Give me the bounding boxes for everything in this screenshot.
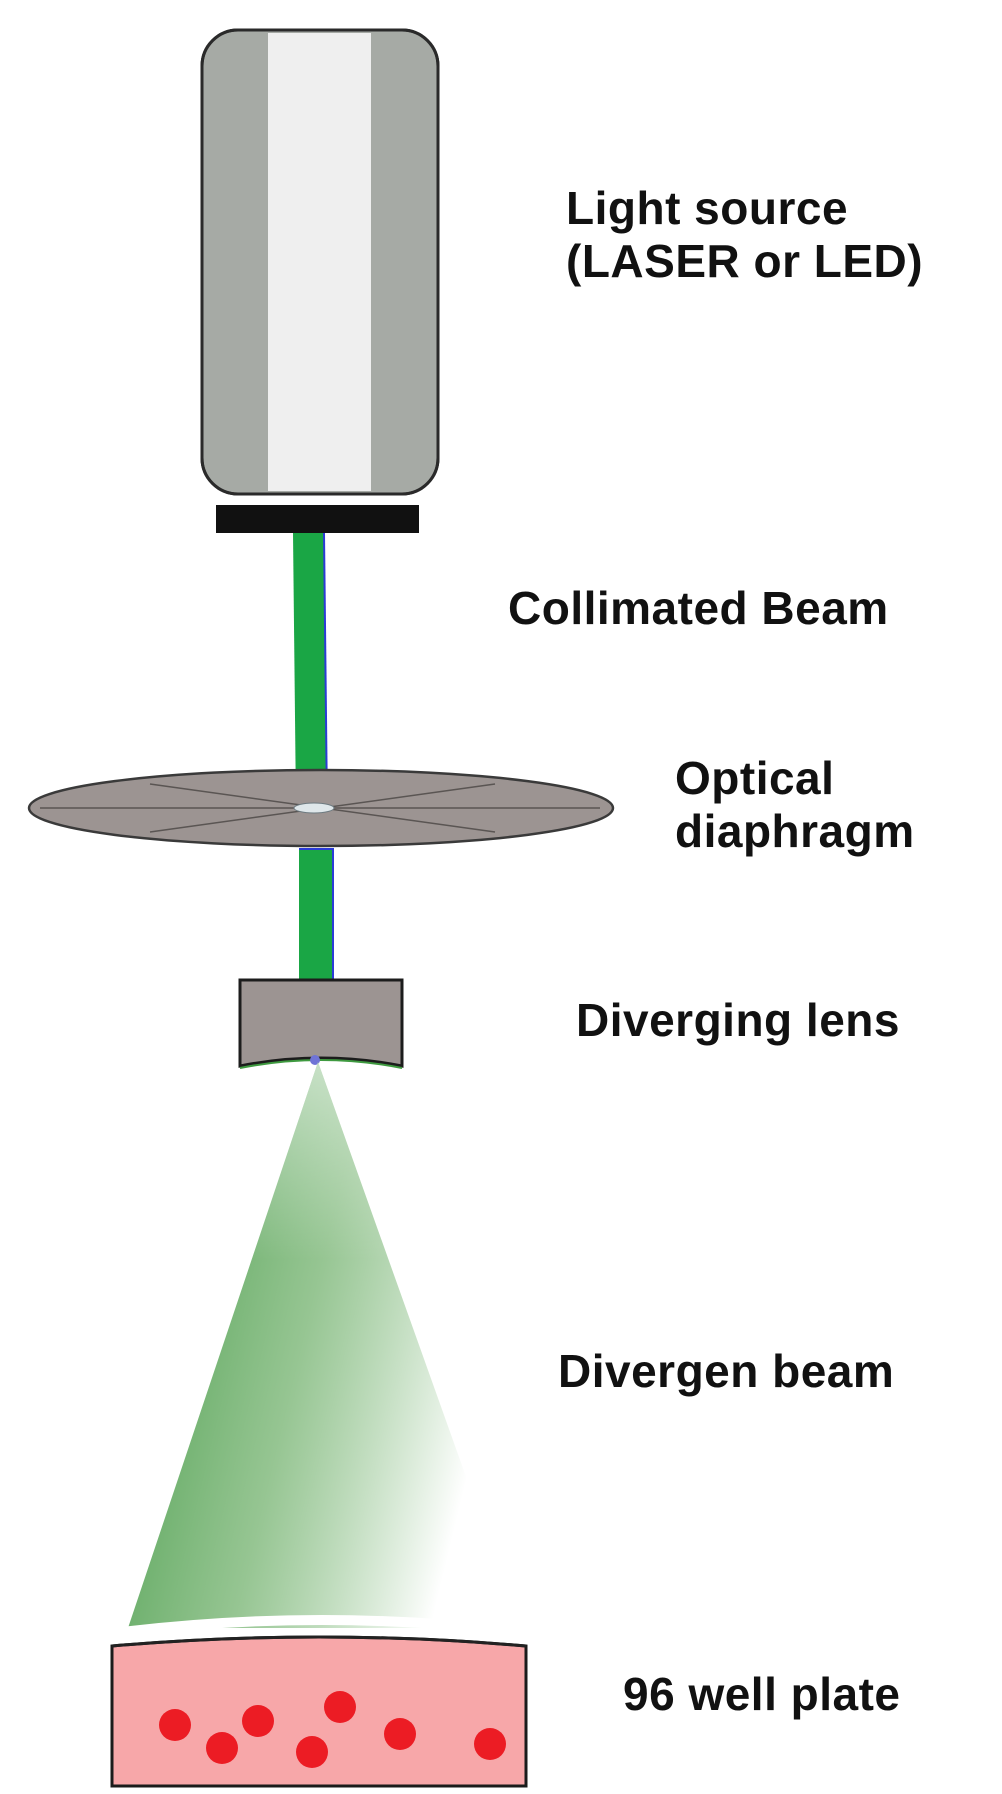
lamp-outline <box>200 28 440 496</box>
well-plate <box>110 1615 528 1788</box>
collimated-beam-lower <box>299 848 334 982</box>
well-dot <box>242 1705 274 1737</box>
well-dot <box>474 1728 506 1760</box>
diverging-lens <box>238 978 404 1069</box>
well-dot <box>206 1732 238 1764</box>
plate-top-surface <box>121 1615 523 1637</box>
label-optical-diaphragm: Optical diaphragm <box>675 752 915 858</box>
label-well-plate: 96 well plate <box>623 1668 901 1720</box>
label-light-source-line2: (LASER or LED) <box>566 235 924 287</box>
light-source <box>200 28 440 533</box>
label-light-source: Light source (LASER or LED) <box>566 182 923 288</box>
label-optical-diaphragm-line1: Optical <box>675 752 835 804</box>
lamp-highlight <box>268 33 371 491</box>
optical-diaphragm <box>27 768 615 848</box>
label-diverging-lens: Diverging lens <box>576 994 900 1046</box>
divergent-beam <box>128 1062 520 1628</box>
well-dot <box>324 1691 356 1723</box>
collimated-beam-upper <box>293 532 328 809</box>
lamp-base <box>216 505 419 533</box>
lens-body <box>238 978 404 1068</box>
label-collimated-beam: Collimated Beam <box>508 582 889 634</box>
well-dot <box>384 1718 416 1750</box>
diaphragm-aperture <box>293 802 335 814</box>
well-dot <box>296 1736 328 1768</box>
label-light-source-line1: Light source <box>566 182 849 234</box>
label-optical-diaphragm-line2: diaphragm <box>675 805 915 857</box>
well-dot <box>159 1709 191 1741</box>
label-divergent-beam: Divergen beam <box>558 1345 895 1397</box>
